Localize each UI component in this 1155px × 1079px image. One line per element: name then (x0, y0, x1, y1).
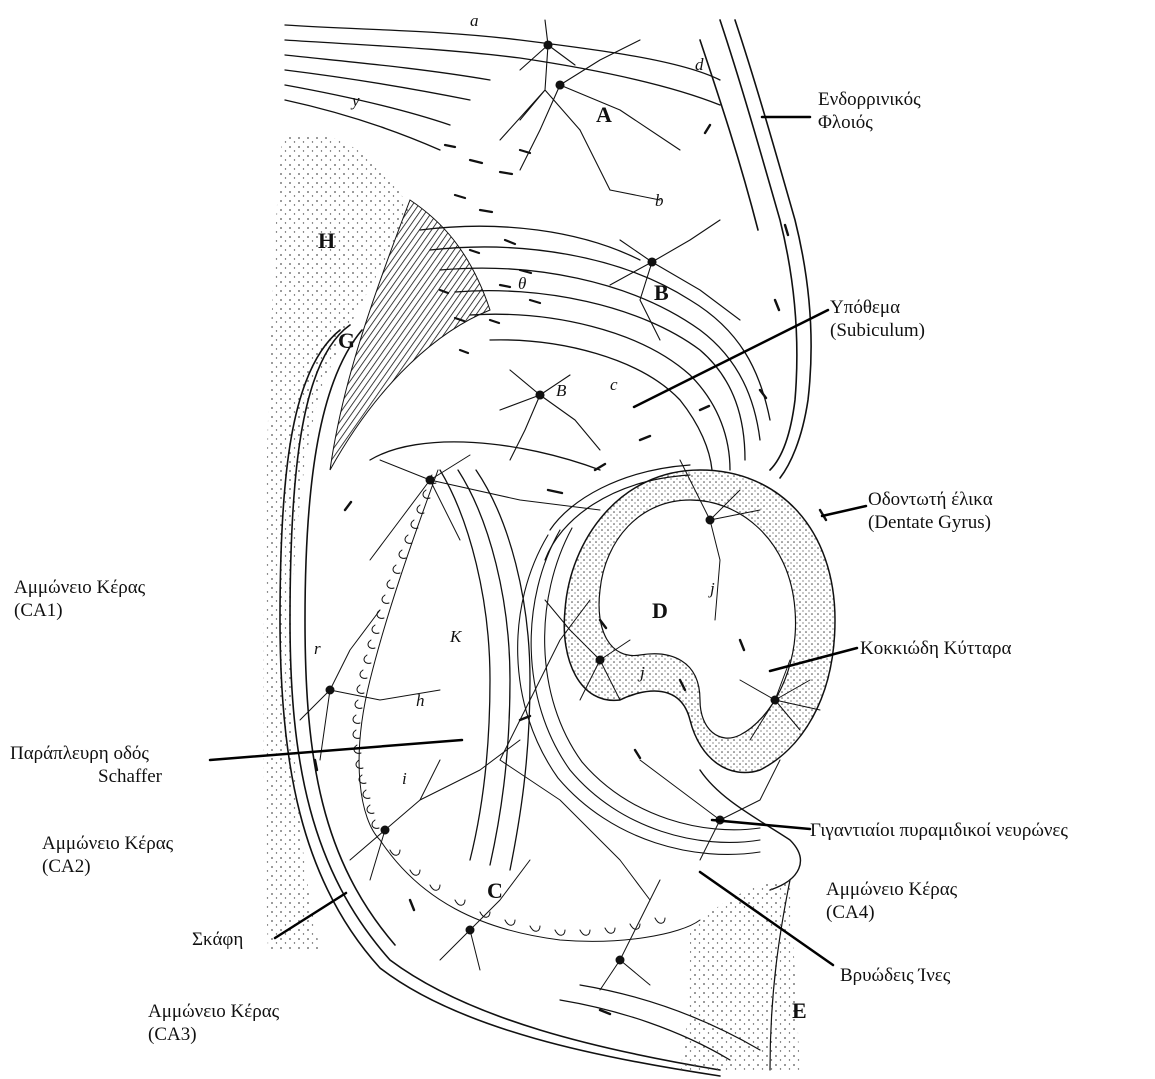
label-dentate-gyrus: Οδοντωτή έλικα(Dentate Gyrus) (868, 488, 993, 534)
letter-a: a (470, 12, 479, 29)
letter-d: d (695, 56, 704, 73)
label-mossy-fibers: Βρυώδεις Ίνες (840, 964, 950, 987)
letter-i: i (402, 770, 407, 787)
letter-g-region: G (338, 330, 355, 352)
label-schaffer-collateral: Παράπλευρη οδός Schaffer (10, 742, 162, 788)
letter-d-region: D (652, 600, 668, 622)
letter-r: r (314, 640, 321, 657)
letter-b: b (655, 192, 664, 209)
letter-b-region: B (654, 282, 669, 304)
letter-b2: B (556, 382, 566, 399)
label-giant-pyramidal: Γιγαντιαίοι πυραμιδικοί νευρώνες (810, 819, 1068, 842)
letter-theta: θ (518, 275, 526, 292)
letter-y: y (352, 92, 360, 109)
label-ca1: Αμμώνειο Κέρας(CA1) (14, 576, 145, 622)
letter-e-region: E (792, 1000, 807, 1022)
label-ca4: Αμμώνειο Κέρας(CA4) (826, 878, 957, 924)
label-ca2: Αμμώνειο Κέρας(CA2) (42, 832, 173, 878)
letter-h: h (416, 692, 425, 709)
letter-j2: j (640, 664, 645, 681)
letter-c: c (610, 376, 618, 393)
label-ca3: Αμμώνειο Κέρας(CA3) (148, 1000, 279, 1046)
letter-j: j (710, 580, 715, 597)
letter-h-region: H (318, 230, 335, 252)
ca3-curve (380, 840, 700, 941)
entorhinal-neurons (500, 20, 740, 460)
letter-a-region: A (596, 104, 612, 126)
entorhinal-boundary (700, 20, 811, 478)
region-e (680, 880, 800, 1070)
letter-k: K (450, 628, 461, 645)
label-subiculum: Υπόθεμα(Subiculum) (830, 296, 925, 342)
letter-c-region: C (487, 880, 503, 902)
label-granule-cells: Κοκκιώδη Κύτταρα (860, 637, 1011, 660)
label-alveus: Σκάφη (192, 928, 243, 951)
